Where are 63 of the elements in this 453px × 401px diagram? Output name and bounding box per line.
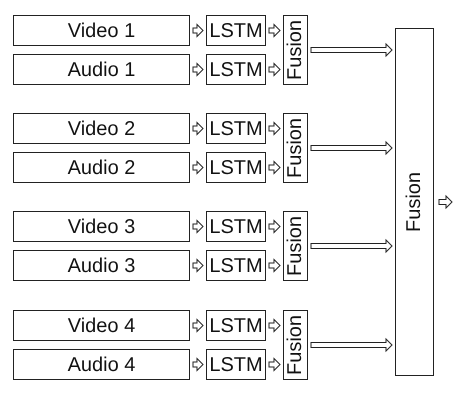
box-label: Audio 2 [68,158,136,178]
box-label: LSTM [209,60,263,80]
hollow-arrow [268,23,281,38]
box-label: Video 2 [68,118,136,138]
hollow-arrow [192,121,204,136]
process-box [206,152,266,183]
process-box [206,211,266,242]
box-label: Audio 4 [68,354,136,374]
box-label: Fusion [286,118,306,178]
process-box [206,310,266,341]
hollow-arrow [268,219,281,234]
hollow-arrow [268,121,281,136]
hollow-arrow [310,238,393,254]
process-box [13,113,190,144]
fusion-box [283,15,308,85]
process-box [206,54,266,85]
box-label: Audio 3 [68,256,136,276]
hollow-arrow [192,23,204,38]
box-label: LSTM [209,158,263,178]
process-box [13,211,190,242]
box-label: Fusion [286,216,306,276]
hollow-arrow [438,194,453,210]
hollow-arrow [192,160,204,175]
box-label: Fusion [404,172,424,232]
fusion-box [283,211,308,281]
process-box [206,113,266,144]
box-label: LSTM [209,316,263,336]
box-label: Fusion [286,314,306,376]
process-box [206,349,266,380]
hollow-arrow [192,318,204,333]
box-label: Video 3 [68,216,136,236]
process-box [13,152,190,183]
box-label: LSTM [209,216,263,236]
box-label: Fusion [286,20,306,80]
hollow-arrow [310,42,393,58]
box-label: LSTM [209,20,263,40]
process-box [13,250,190,281]
box-label: Audio 1 [68,60,136,80]
box-label: LSTM [209,354,263,374]
fusion-box [283,113,308,183]
process-box [13,349,190,380]
process-box [13,54,190,85]
fusion-box [283,310,308,380]
process-box [206,15,266,46]
fusion-box [395,28,434,376]
hollow-arrow [310,338,393,352]
box-label: LSTM [209,118,263,138]
hollow-arrow [268,258,281,273]
hollow-arrow [192,219,204,234]
hollow-arrow [268,357,281,372]
box-label: Video 4 [68,316,136,336]
hollow-arrow [268,160,281,175]
process-box [13,310,190,341]
box-label: LSTM [209,256,263,276]
hollow-arrow [192,258,204,273]
hollow-arrow [310,140,393,156]
hollow-arrow [192,357,204,372]
process-box [13,15,190,46]
hollow-arrow [192,62,204,77]
process-box [206,250,266,281]
hollow-arrow [268,62,281,77]
box-label: Video 1 [68,20,136,40]
hollow-arrow [268,318,281,333]
